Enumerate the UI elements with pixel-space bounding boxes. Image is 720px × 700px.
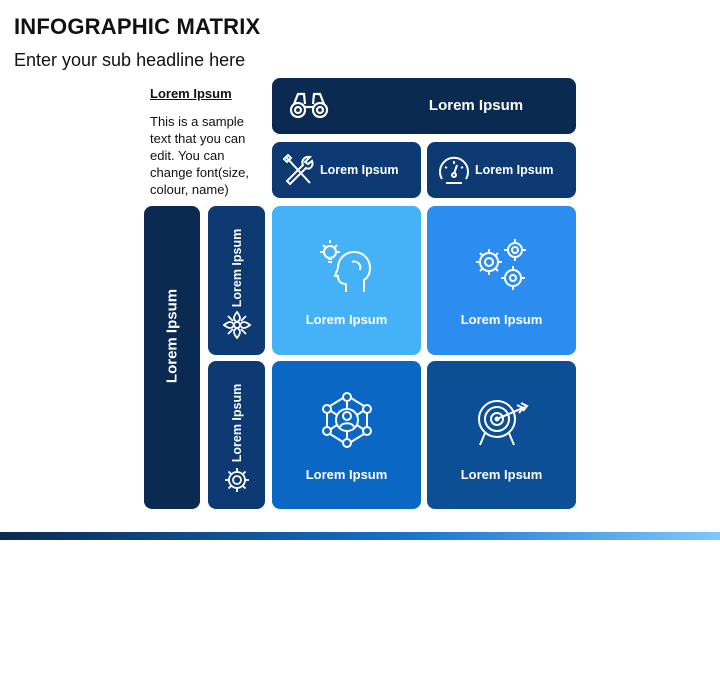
page-title: INFOGRAPHIC MATRIX bbox=[14, 14, 261, 39]
side-header: Lorem Ipsum bbox=[144, 206, 200, 700]
target-arrow-icon bbox=[471, 389, 533, 451]
matrix-cell-1: Lorem Ipsum bbox=[272, 206, 421, 355]
gear-icon bbox=[222, 465, 252, 495]
tools-icon bbox=[282, 153, 314, 187]
top-header-label: Lorem Ipsum bbox=[428, 97, 524, 114]
column-header-2-label: Lorem Ipsum bbox=[475, 163, 554, 177]
matrix-cell-2: Lorem Ipsum bbox=[427, 206, 576, 355]
column-header-1: Lorem Ipsum bbox=[272, 142, 421, 198]
note-heading: Lorem Ipsum bbox=[150, 86, 232, 101]
matrix-cell-3: Lorem Ipsum bbox=[272, 361, 421, 509]
matrix-cell-2-label: Lorem Ipsum bbox=[460, 312, 543, 327]
matrix-cell-4: Lorem Ipsum bbox=[427, 361, 576, 509]
note-body: This is a sample text that you can edit.… bbox=[150, 114, 250, 197]
row-header-2-label: Lorem Ipsum bbox=[230, 383, 244, 463]
speedometer-icon bbox=[437, 153, 471, 187]
column-header-1-label: Lorem Ipsum bbox=[320, 163, 399, 177]
matrix-cell-4-label: Lorem Ipsum bbox=[460, 467, 543, 482]
side-header-label: Lorem Ipsum bbox=[163, 288, 181, 384]
footer-bar bbox=[0, 532, 720, 540]
gears-icon bbox=[471, 234, 533, 296]
column-header-2: Lorem Ipsum bbox=[427, 142, 576, 198]
row-header-1: Lorem Ipsum bbox=[208, 206, 265, 355]
idea-head-icon bbox=[316, 234, 378, 296]
matrix-cell-1-label: Lorem Ipsum bbox=[305, 312, 388, 327]
row-header-1-label: Lorem Ipsum bbox=[230, 228, 244, 308]
binoculars-icon bbox=[288, 89, 330, 121]
lotus-icon bbox=[222, 310, 252, 340]
page-subtitle: Enter your sub headline here bbox=[14, 50, 246, 70]
network-user-icon bbox=[316, 389, 378, 451]
matrix-cell-3-label: Lorem Ipsum bbox=[305, 467, 388, 482]
top-header: Lorem Ipsum bbox=[272, 78, 576, 134]
row-header-2: Lorem Ipsum bbox=[208, 361, 265, 509]
award-badge-icon bbox=[155, 666, 189, 700]
